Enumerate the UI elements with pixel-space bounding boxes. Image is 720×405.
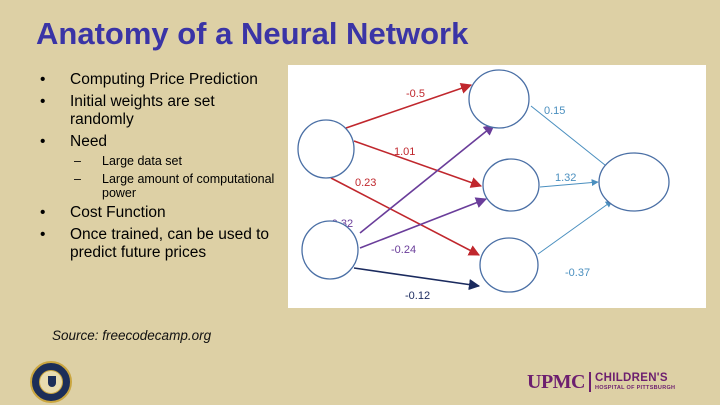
source-citation: Source: freecodecamp.org [52, 328, 212, 343]
bullet-item: • Once trained, can be used to predict fu… [40, 226, 280, 263]
edge-input-2-to-hidden-1 [359, 124, 495, 234]
weight-label: 0.23 [355, 177, 376, 189]
bullet-item: • Need [40, 133, 280, 152]
weight-label: -0.37 [565, 267, 590, 279]
sub-bullet-marker: – [74, 154, 81, 168]
neural-network-diagram: -0.51.010.23-0.32-0.24-0.120.151.32-0.37 [288, 65, 706, 308]
bullet-text: Cost Function [70, 204, 166, 221]
sub-bullet-text: Large data set [102, 154, 182, 168]
edge-input-1-to-hidden-1 [345, 82, 473, 129]
seal-inner [39, 370, 63, 394]
bullet-marker: • [40, 71, 46, 88]
bullet-list: • Computing Price Prediction • Initial wei… [40, 71, 280, 266]
bullet-text: Computing Price Prediction [70, 71, 258, 88]
bullet-item: • Initial weights are set randomly [40, 93, 280, 130]
node-hidden-3 [479, 237, 539, 293]
weight-label: 1.32 [555, 172, 576, 184]
node-hidden-2 [482, 158, 540, 212]
edge-hidden-1-to-output [530, 105, 611, 170]
logo-brand: UPMC [527, 371, 585, 393]
node-hidden-1 [468, 69, 530, 129]
university-seal-icon [30, 361, 72, 403]
logo-text-block: CHILDREN'S HOSPITAL OF PITTSBURGH [594, 372, 676, 391]
slide-title: Anatomy of a Neural Network [36, 16, 469, 51]
edge-input-1-to-hidden-3 [330, 177, 480, 256]
sub-bullet-item: – Large data set [40, 154, 280, 168]
weight-label: -0.5 [406, 88, 425, 100]
sub-bullet-item: – Large amount of computational power [40, 172, 280, 200]
bullet-text: Initial weights are set randomly [70, 92, 215, 129]
edge-input-1-to-hidden-2 [353, 140, 483, 188]
bullet-marker: • [40, 204, 46, 221]
bullet-marker: • [40, 225, 46, 243]
bullet-text: Once trained, can be used to predict fut… [70, 225, 270, 262]
edge-hidden-3-to-output [537, 200, 613, 255]
node-input-1 [297, 119, 355, 179]
weight-label: 1.01 [394, 146, 415, 158]
sub-bullet-text: Large amount of computational power [102, 172, 275, 200]
bullet-item: • Cost Function [40, 204, 280, 223]
upmc-childrens-logo: UPMC CHILDREN'S HOSPITAL OF PITTSBURGH [527, 371, 675, 393]
seal-shield [48, 376, 56, 387]
weight-label: -0.12 [405, 290, 430, 302]
node-input-2 [301, 220, 359, 280]
bullet-marker: • [40, 132, 46, 150]
edge-hidden-2-to-output [539, 179, 599, 188]
logo-divider [588, 372, 591, 392]
node-output [598, 152, 670, 212]
edge-input-2-to-hidden-2 [359, 197, 488, 249]
neural-network-svg: -0.51.010.23-0.32-0.24-0.120.151.32-0.37 [297, 69, 670, 302]
logo-line2: HOSPITAL OF PITTSBURGH [594, 384, 676, 391]
bullet-text: Need [70, 132, 108, 150]
edge-input-2-to-hidden-3 [353, 267, 481, 291]
sub-bullet-marker: – [74, 172, 81, 186]
bullet-marker: • [40, 92, 46, 110]
weight-label: 0.15 [544, 105, 565, 117]
logo-line1: CHILDREN'S [594, 372, 668, 384]
weight-label: -0.24 [391, 244, 416, 256]
bullet-item: • Computing Price Prediction [40, 71, 280, 90]
